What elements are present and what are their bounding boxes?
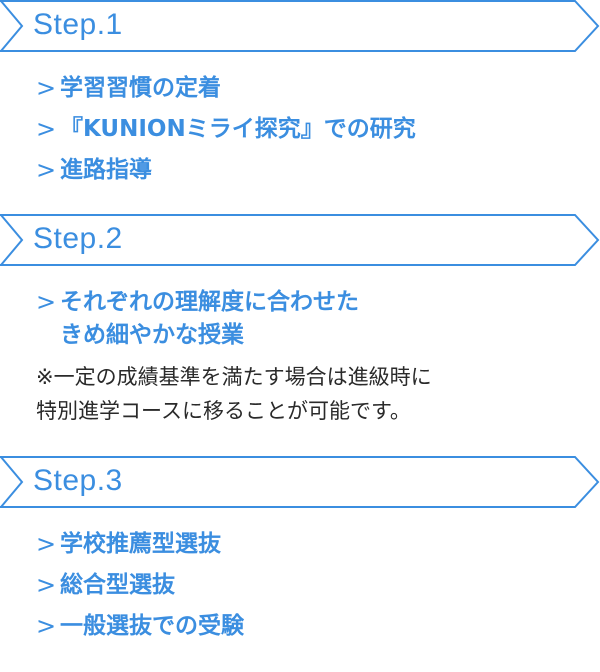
list-item: > 学校推薦型選抜: [36, 528, 576, 561]
chevron-right-icon: >: [36, 115, 57, 143]
list-item: > 進路指導: [36, 154, 576, 187]
step-2-note: ※一定の成績基準を満たす場合は進級時に 特別進学コースに移ることが可能です。: [36, 365, 432, 423]
step-banner-arrow-frame: [0, 0, 600, 52]
step-3-label: Step.3: [33, 464, 123, 497]
list-item: > それぞれの理解度に合わせた きめ細やかな授業: [36, 286, 576, 352]
step-1-banner: Step.1: [0, 0, 600, 52]
step-2-label: Step.2: [33, 222, 123, 255]
list-item-label: 進路指導: [60, 157, 152, 183]
list-item: > 『KUNIONミライ探究』での研究: [36, 113, 576, 146]
chevron-right-icon: >: [36, 288, 57, 316]
list-item-label: 総合型選抜: [60, 572, 175, 598]
list-item-label: 『KUNIONミライ探究』での研究: [60, 116, 416, 142]
chevron-right-icon: >: [36, 156, 57, 184]
list-item: > 学習習慣の定着: [36, 72, 576, 105]
list-item: > 一般選抜での受験: [36, 610, 576, 643]
step-1-items: > 学習習慣の定着 > 『KUNIONミライ探究』での研究 > 進路指導: [36, 72, 576, 195]
step-banner-arrow-frame: [0, 214, 600, 266]
step-2-items: > それぞれの理解度に合わせた きめ細やかな授業 ※一定の成績基準を満たす場合は…: [36, 286, 576, 428]
step-1-label: Step.1: [33, 8, 123, 41]
chevron-right-icon: >: [36, 74, 57, 102]
step-3-items: > 学校推薦型選抜 > 総合型選抜 > 一般選抜での受験: [36, 528, 576, 651]
step-3-banner: Step.3: [0, 456, 600, 508]
chevron-right-icon: >: [36, 571, 57, 599]
list-item-label: 学校推薦型選抜: [60, 531, 221, 557]
chevron-right-icon: >: [36, 612, 57, 640]
list-item: > 総合型選抜: [36, 569, 576, 602]
step-banner-arrow-frame: [0, 456, 600, 508]
list-item-label: 学習習慣の定着: [60, 75, 221, 101]
chevron-right-icon: >: [36, 530, 57, 558]
list-item-label: 一般選抜での受験: [60, 613, 244, 639]
step-2-banner: Step.2: [0, 214, 600, 266]
list-item-label: それぞれの理解度に合わせた きめ細やかな授業: [60, 289, 359, 348]
